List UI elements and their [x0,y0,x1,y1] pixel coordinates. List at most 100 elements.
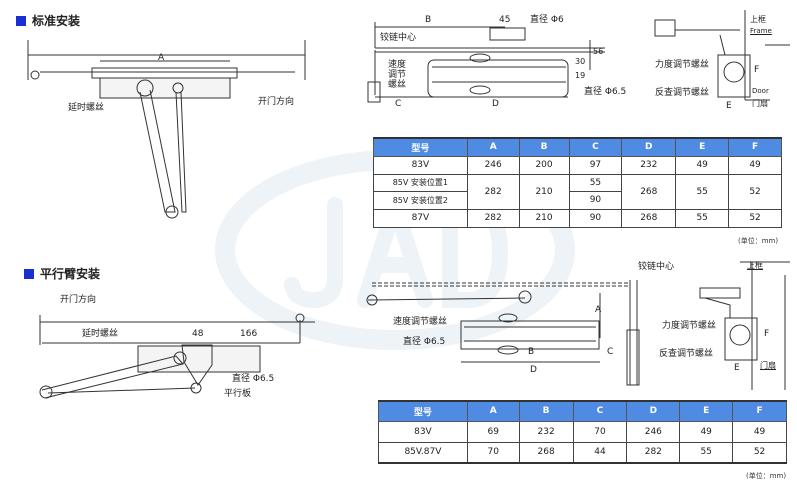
label-parallel-plate: 平行板 [224,389,252,399]
spec-table-standard: 型号 A B C D E F 83V 246 200 97 232 49 49 … [373,137,782,228]
table-row: 83V 246 200 97 232 49 49 [373,155,782,175]
col-header-model: 型号 [373,137,468,157]
table-row: 83V 69 232 70 246 49 49 [378,420,787,443]
label-dia65: 直径 Φ6.5 [584,87,627,97]
standard-end-drawing [654,10,790,101]
col-header-f: F [728,137,782,157]
section-title-text: 平行臂安装 [40,267,101,281]
cell-a: 69 [466,420,520,443]
label-dia6: 直径 Φ6 [530,15,564,25]
label-a: A [595,305,602,315]
cell-e: 55 [675,208,730,228]
cell-f: 49 [732,420,787,443]
parallel-end-drawing [699,261,790,390]
cell-e: 55 [675,173,730,210]
label-hinge-center: 铰链中心 [638,262,675,272]
cell-b: 210 [518,173,570,210]
col-header-d: D [621,137,677,157]
col-header-f: F [732,400,787,422]
label-delay-screw: 延时螺丝 [68,103,105,113]
cell-f: 49 [728,155,782,175]
cell-a: 282 [466,208,520,228]
label-f: F [764,329,770,339]
label-166: 166 [240,329,258,339]
col-header-model: 型号 [378,400,468,422]
table-row: 87V 282 210 90 268 55 52 [373,208,782,228]
unit-note: (单位：mm) [746,472,787,480]
standard-side-drawing [367,22,605,103]
cell-model: 85V 安装位置1 [373,173,468,192]
cell-c: 97 [568,155,623,175]
standard-install-drawing [27,40,306,219]
label-f: F [754,65,760,75]
label-frame-cn: 上框 [747,261,763,270]
label-d: D [492,99,499,109]
label-e: E [734,363,740,373]
cell-d: 268 [621,173,677,210]
label-force-screw: 力度调节螺丝 [655,60,710,70]
label-door-en: Door [752,87,769,95]
cell-f: 52 [728,208,782,228]
cell-b: 210 [518,208,570,228]
label-speed-screw: 速度调节螺丝 [393,317,448,327]
cell-model: 85V.87V [378,441,468,464]
label-e: E [726,101,732,111]
cell-model: 85V 安装位置2 [373,190,468,210]
cell-c: 70 [572,420,628,443]
cell-e: 49 [675,155,730,175]
col-header-c: C [568,137,623,157]
col-header-e: E [679,400,734,422]
col-header-a: A [466,400,520,422]
cell-c: 44 [572,441,628,464]
col-header-a: A [466,137,520,157]
label-dia65: 直径 Φ6.5 [232,374,275,384]
bullet-square-icon [24,268,34,279]
label-45: 45 [499,15,511,25]
label-30: 30 [575,57,586,66]
label-d: D [530,365,537,375]
col-header-b: B [518,400,574,422]
label-open-direction: 开门方向 [258,97,295,107]
label-b: B [528,347,535,357]
label-force-screw: 力度调节螺丝 [662,321,717,331]
label-dia65-side: 直径 Φ6.5 [403,337,446,347]
label-c: C [607,347,614,357]
label-48: 48 [192,329,204,339]
cell-e: 49 [679,420,734,443]
label-a: A [158,53,165,63]
cell-c: 90 [568,208,623,228]
label-door-cn: 门扇 [760,361,776,370]
cell-b: 200 [518,155,570,175]
label-delay-screw: 延时螺丝 [82,329,119,339]
cell-d: 268 [621,208,677,228]
label-56: 56 [593,47,604,56]
cell-f: 52 [732,441,787,464]
table-row: 85V 安装位置1 282 210 55 268 55 52 [373,173,782,210]
label-hinge-center: 铰链中心 [380,33,417,43]
cell-a: 246 [466,155,520,175]
section-title-standard: 标准安装 [16,12,80,29]
cell-model: 83V [373,155,468,175]
label-back-screw: 反查调节螺丝 [659,349,714,359]
cell-a: 70 [466,441,520,464]
label-open-direction: 开门方向 [60,295,97,305]
cell-f: 52 [728,173,782,210]
parallel-install-drawing [39,313,315,399]
unit-note: (单位：mm) [738,237,779,245]
col-header-e: E [675,137,730,157]
cell-e: 55 [679,441,734,464]
spec-table-parallel: 型号 A B C D E F 83V 69 232 70 246 49 49 8… [378,400,787,464]
cell-c: 55 [568,173,623,192]
cell-b: 232 [518,420,574,443]
col-header-c: C [572,400,628,422]
label-frame-en: Frame [750,27,772,35]
section-title-text: 标准安装 [32,14,81,28]
cell-a: 282 [466,173,520,210]
label-c: C [395,99,402,109]
col-header-d: D [626,400,681,422]
cell-model: 83V [378,420,468,443]
label-frame-cn: 上框 [750,15,766,24]
label-back-screw: 反查调节螺丝 [655,88,710,98]
cell-c: 90 [568,190,623,210]
